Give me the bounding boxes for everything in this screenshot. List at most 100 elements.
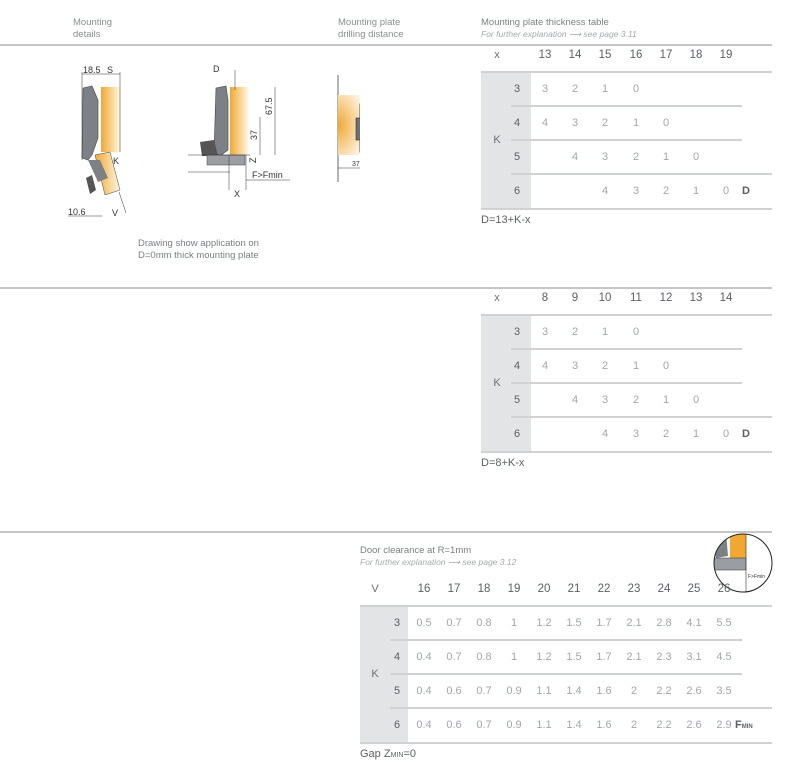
- table-cell: 2: [571, 83, 579, 95]
- row-axis-label: K: [493, 377, 501, 389]
- dim-k: K: [113, 156, 119, 166]
- dim-v: V: [112, 208, 118, 218]
- row-header-k: 6: [513, 185, 521, 197]
- table-cell: 1.7: [596, 617, 612, 629]
- table-cell: 0.7: [476, 685, 492, 697]
- table-cell: 1: [692, 428, 700, 440]
- table-cell: 4: [601, 185, 609, 197]
- table-cell: 3: [601, 151, 609, 163]
- row-divider: [390, 707, 772, 709]
- table-cell: 4.5: [716, 651, 732, 663]
- table-cell: 1.5: [566, 651, 582, 663]
- column-header: 24: [657, 583, 671, 595]
- table-cell: 2.6: [686, 685, 702, 697]
- table-cell: 4: [541, 360, 549, 372]
- table-cell: 0: [692, 394, 700, 406]
- row-axis-label: K: [371, 668, 379, 680]
- gap-footer-sub: MIN: [390, 752, 404, 759]
- table-cell: 4: [571, 394, 579, 406]
- table-cell: 1.5: [566, 617, 582, 629]
- table-formula: D=8+K-x: [481, 457, 525, 469]
- column-header: 18: [477, 583, 491, 595]
- table-cell: 0: [662, 360, 670, 372]
- table-cell: 2.2: [656, 719, 672, 731]
- dim-67-5: 67.5: [264, 97, 274, 115]
- table-cell: 2.1: [626, 651, 642, 663]
- dim-x: X: [234, 189, 240, 199]
- table-bottom-border: [481, 208, 772, 210]
- table-cell: 1: [632, 360, 640, 372]
- column-axis-label: x: [494, 292, 500, 304]
- dim-plate-37: 37: [352, 161, 360, 168]
- row-header-k: 5: [393, 685, 401, 697]
- column-header: 10: [598, 292, 612, 304]
- table-cell: 1.2: [536, 651, 552, 663]
- table-cell: 0: [632, 326, 640, 338]
- dim-f-fmin: F>Fmin: [252, 170, 283, 180]
- table-cell: 3: [571, 117, 579, 129]
- table-cell: 0.9: [506, 685, 522, 697]
- table-cell: 1: [510, 617, 518, 629]
- table-cell: 3: [632, 185, 640, 197]
- table-cell: 3: [541, 83, 549, 95]
- column-header: 16: [417, 583, 431, 595]
- column-header: 15: [598, 49, 612, 61]
- column-header: 9: [571, 292, 579, 304]
- table-cell: 2: [601, 117, 609, 129]
- column-header: 8: [541, 292, 549, 304]
- dim-37: 37: [249, 130, 259, 140]
- table-cell: 2.6: [686, 719, 702, 731]
- table-cell: 3.1: [686, 651, 702, 663]
- header-divider: [360, 605, 772, 607]
- table-cell: 0.4: [416, 651, 432, 663]
- table-cell: 0.7: [446, 651, 462, 663]
- dim-10-6: 10.6: [68, 207, 86, 217]
- dim-18-5: 18.5: [83, 65, 101, 75]
- table-cell: 1: [601, 326, 609, 338]
- thickness-table-title: Mounting plate thickness table: [481, 17, 609, 28]
- table-cell: 0.5: [416, 617, 432, 629]
- row-divider: [511, 173, 772, 175]
- table-cell: 2: [630, 685, 638, 697]
- header-divider: [481, 314, 772, 316]
- row-header-k: 4: [513, 360, 521, 372]
- table-cell: 1: [632, 117, 640, 129]
- value-label-sub: MIN: [741, 724, 753, 730]
- column-header: 14: [719, 292, 733, 304]
- drilling-distance-label: Mounting plate drilling distance: [338, 17, 404, 40]
- door-clearance-inset-icon: F>Fmin: [713, 533, 773, 593]
- mounting-details-label: Mounting details: [73, 17, 113, 40]
- table-cell: 1.2: [536, 617, 552, 629]
- row-header-k: 6: [513, 428, 521, 440]
- dim-z: Z: [248, 157, 258, 163]
- column-header: 11: [630, 292, 642, 304]
- value-axis-label: D: [742, 427, 750, 441]
- column-header: 12: [659, 292, 673, 304]
- hinge-drawings: 18.5 S K 10.6 V D 67.5 37 Z F>Fmin X: [68, 64, 360, 218]
- table-bottom-border: [360, 742, 772, 744]
- inset-f-fmin: F>Fmin: [748, 574, 765, 580]
- row-header-k: 3: [393, 617, 401, 629]
- row-divider: [511, 348, 742, 350]
- row-divider: [511, 382, 742, 384]
- table-bottom-border: [481, 451, 772, 453]
- table-cell: 0.7: [476, 719, 492, 731]
- table-cell: 0.4: [416, 719, 432, 731]
- table-cell: 2.9: [716, 719, 732, 731]
- hinge-side-view-drawing: 18.5 S K 10.6 V: [68, 65, 127, 218]
- value-label: F: [735, 719, 742, 731]
- door-clearance-subtitle: For further explanation ⟶ see page 3.12: [360, 557, 517, 567]
- row-header-k: 5: [513, 151, 521, 163]
- table-cell: 2: [632, 151, 640, 163]
- table-cell: 2: [630, 719, 638, 731]
- table-cell: 3: [601, 394, 609, 406]
- value-label: D: [742, 185, 750, 197]
- table-cell: 0.6: [446, 719, 462, 731]
- column-axis-label: V: [371, 583, 379, 595]
- table-cell: 2: [662, 185, 670, 197]
- table-cell: 0.6: [446, 685, 462, 697]
- row-header-k: 5: [513, 394, 521, 406]
- table-cell: 1: [662, 394, 670, 406]
- table-cell: 1: [510, 651, 518, 663]
